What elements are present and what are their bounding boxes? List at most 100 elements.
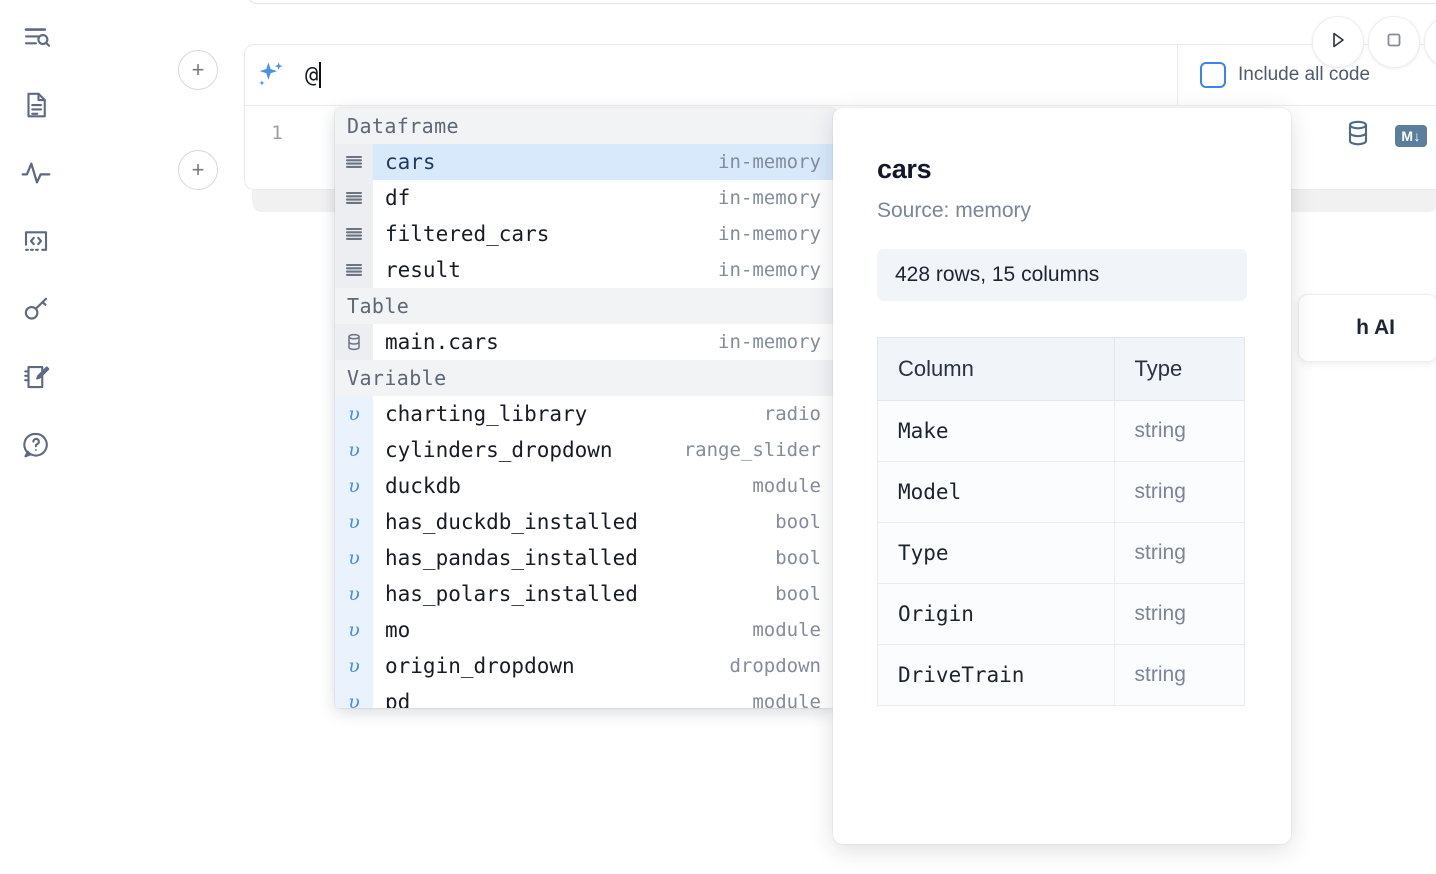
variable-icon: υ bbox=[335, 396, 373, 432]
variable-icon: υ bbox=[335, 648, 373, 684]
ai-prompt-value: @ bbox=[305, 62, 319, 88]
column-type-cell: string bbox=[1113, 583, 1246, 645]
autocomplete-item-type: module bbox=[752, 475, 821, 497]
dataframe-lines-icon bbox=[335, 216, 373, 252]
autocomplete-group-header: Dataframe bbox=[335, 108, 835, 144]
notebook-edit-icon bbox=[21, 362, 51, 392]
database-icon[interactable] bbox=[1343, 118, 1373, 153]
autocomplete-item-type: module bbox=[752, 691, 821, 708]
variable-icon: υ bbox=[335, 432, 373, 468]
variable-icon: υ bbox=[335, 612, 373, 648]
generate-with-ai-label: h AI bbox=[1356, 316, 1395, 339]
dataframe-detail-panel: cars Source: memory 428 rows, 15 columns… bbox=[833, 108, 1291, 844]
autocomplete-item-label: filtered_cars bbox=[385, 222, 550, 246]
autocomplete-item-label: cars bbox=[373, 150, 719, 174]
help-question-icon-button[interactable] bbox=[13, 422, 59, 468]
autocomplete-item-label: mo bbox=[385, 618, 411, 642]
help-question-icon bbox=[21, 430, 51, 460]
column-name-cell: DriveTrain bbox=[877, 644, 1115, 706]
column-name-cell: Type bbox=[877, 522, 1115, 584]
autocomplete-item[interactable]: υ has_pandas_installed bool bbox=[335, 540, 835, 576]
file-document-icon-button[interactable] bbox=[13, 82, 59, 128]
variable-icon: υ bbox=[335, 576, 373, 612]
ai-actions: Include all code bbox=[1177, 45, 1436, 105]
explore-search-icon bbox=[21, 22, 51, 52]
autocomplete-item-type: in-memory bbox=[718, 331, 821, 353]
dataframe-lines-icon bbox=[335, 180, 373, 216]
database-icon bbox=[335, 324, 373, 360]
dataframe-lines-icon bbox=[335, 144, 373, 180]
include-all-code-label: Include all code bbox=[1238, 64, 1371, 85]
autocomplete-group-header: Variable bbox=[335, 360, 835, 396]
autocomplete-item-label: charting_library bbox=[385, 402, 588, 426]
code-snippets-icon bbox=[21, 226, 51, 256]
autocomplete-item[interactable]: υ origin_dropdown dropdown bbox=[335, 648, 835, 684]
panel-shape-chip: 428 rows, 15 columns bbox=[877, 249, 1247, 301]
autocomplete-item[interactable]: υ charting_library radio bbox=[335, 396, 835, 432]
variable-icon: υ bbox=[335, 540, 373, 576]
autocomplete-item-type: in-memory bbox=[718, 151, 835, 173]
file-document-icon bbox=[21, 90, 51, 120]
autocomplete-item-type: in-memory bbox=[718, 187, 821, 209]
key-secrets-icon-button[interactable] bbox=[13, 286, 59, 332]
column-name-cell: Make bbox=[877, 400, 1115, 462]
ai-prompt-input[interactable]: @ bbox=[297, 45, 1177, 105]
add-cell-below-button[interactable]: + bbox=[178, 150, 218, 190]
cell-toolbar: M↓ bbox=[1343, 118, 1427, 153]
stop-button[interactable] bbox=[1368, 16, 1420, 68]
autocomplete-item-label: pd bbox=[385, 690, 411, 708]
include-all-code-checkbox[interactable] bbox=[1200, 62, 1226, 88]
autocomplete-item-type: bool bbox=[775, 583, 821, 605]
autocomplete-item-label: has_polars_installed bbox=[385, 582, 638, 606]
sparkles-icon bbox=[245, 58, 297, 92]
autocomplete-item-type: in-memory bbox=[718, 223, 821, 245]
autocomplete-item-label: origin_dropdown bbox=[385, 654, 575, 678]
autocomplete-item-type: dropdown bbox=[729, 655, 821, 677]
autocomplete-item-label: duckdb bbox=[385, 474, 461, 498]
run-button[interactable] bbox=[1312, 16, 1364, 68]
autocomplete-item-label: df bbox=[385, 186, 411, 210]
ai-prompt-row: @ Include all code bbox=[244, 44, 1436, 106]
panel-source: Source: memory bbox=[877, 199, 1032, 222]
autocomplete-item-type: radio bbox=[763, 403, 821, 425]
line-number: 1 bbox=[271, 122, 283, 144]
add-cell-above-button[interactable]: + bbox=[178, 50, 218, 90]
columns-table-header-cell: Column bbox=[877, 337, 1115, 401]
generate-with-ai-button[interactable]: h AI bbox=[1298, 294, 1436, 362]
column-name-cell: Origin bbox=[877, 583, 1115, 645]
autocomplete-item-type: bool bbox=[775, 547, 821, 569]
autocomplete-group-header: Table bbox=[335, 288, 835, 324]
activity-pulse-icon-button[interactable] bbox=[13, 150, 59, 196]
markdown-badge[interactable]: M↓ bbox=[1395, 124, 1427, 147]
autocomplete-item[interactable]: filtered_cars in-memory bbox=[335, 216, 835, 252]
notebook-edit-icon-button[interactable] bbox=[13, 354, 59, 400]
autocomplete-item[interactable]: υ has_polars_installed bool bbox=[335, 576, 835, 612]
autocomplete-item-type: in-memory bbox=[718, 259, 821, 281]
variable-icon: υ bbox=[335, 684, 373, 708]
play-triangle-icon bbox=[1326, 28, 1350, 57]
explore-search-icon-button[interactable] bbox=[13, 14, 59, 60]
autocomplete-item[interactable]: df in-memory bbox=[335, 180, 835, 216]
text-caret bbox=[319, 62, 322, 88]
autocomplete-item-label: has_pandas_installed bbox=[385, 546, 638, 570]
code-snippets-icon-button[interactable] bbox=[13, 218, 59, 264]
activity-pulse-icon bbox=[20, 157, 52, 189]
left-icon-rail bbox=[0, 0, 72, 874]
panel-title: cars bbox=[877, 154, 932, 184]
